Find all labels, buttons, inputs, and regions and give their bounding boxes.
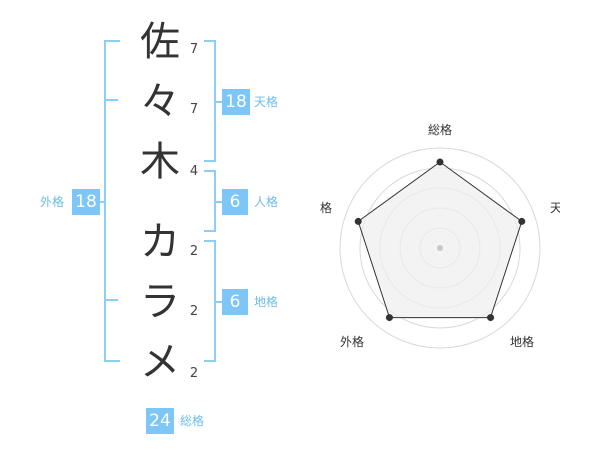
name-char-5: ラ	[140, 279, 180, 325]
name-char-4: カ	[140, 219, 180, 265]
radar-chart: 総格 天格 地格 外格 人格	[320, 122, 560, 349]
jinkaku-bracket-connector	[216, 201, 222, 203]
stroke-count-6: 2	[189, 366, 199, 381]
name-char-6: メ	[140, 339, 180, 385]
jinkaku-score-badge: 6	[222, 189, 248, 215]
stroke-count-1: 7	[189, 42, 199, 57]
tenkaku-bracket	[204, 40, 216, 162]
name-char-1: 佐	[140, 19, 180, 65]
radar-vertex-dot	[354, 217, 362, 225]
gaikaku-bracket-tick	[104, 99, 118, 101]
radar-vertex-dot	[385, 314, 393, 322]
stroke-count-4: 2	[189, 244, 199, 259]
jinkaku-bracket	[204, 170, 216, 232]
gaikaku-bracket-tick	[104, 299, 118, 301]
chikaku-bracket-connector	[216, 301, 222, 303]
tenkaku-score-badge: 18	[222, 89, 250, 115]
radar-axis-label-5: 人格	[320, 200, 332, 215]
gaikaku-bracket	[104, 40, 120, 362]
gaikaku-bracket-connector	[98, 201, 104, 203]
radar-polygon	[357, 161, 523, 319]
stroke-count-3: 4	[189, 164, 199, 179]
chikaku-label: 地格	[254, 295, 279, 309]
radar-axis-label-4: 外格	[340, 334, 364, 349]
radar-center-dot	[437, 245, 443, 251]
chikaku-bracket	[204, 240, 216, 362]
tenkaku-bracket-connector	[216, 101, 222, 103]
gaikaku-score-badge: 18	[72, 189, 100, 215]
stroke-count-5: 2	[189, 304, 199, 319]
jinkaku-label: 人格	[254, 195, 279, 209]
radar-vertex-dot	[518, 217, 526, 225]
tenkaku-label: 天格	[254, 95, 279, 109]
radar-ring	[339, 147, 541, 349]
radar-axis-label-2: 天格	[550, 200, 560, 215]
stroke-count-2: 7	[189, 102, 199, 117]
name-char-3: 木	[140, 139, 180, 185]
radar-vertex-dot	[436, 158, 444, 166]
name-char-2: 々	[140, 79, 180, 125]
soukaku-label: 総格	[180, 414, 205, 428]
gaikaku-label: 外格	[40, 195, 65, 209]
radar-axis-label-1: 総格	[428, 122, 452, 137]
radar-axis-label-3: 地格	[510, 334, 534, 349]
soukaku-score-badge: 24	[146, 408, 174, 434]
radar-vertex-dot	[487, 314, 495, 322]
chikaku-score-badge: 6	[222, 289, 248, 315]
